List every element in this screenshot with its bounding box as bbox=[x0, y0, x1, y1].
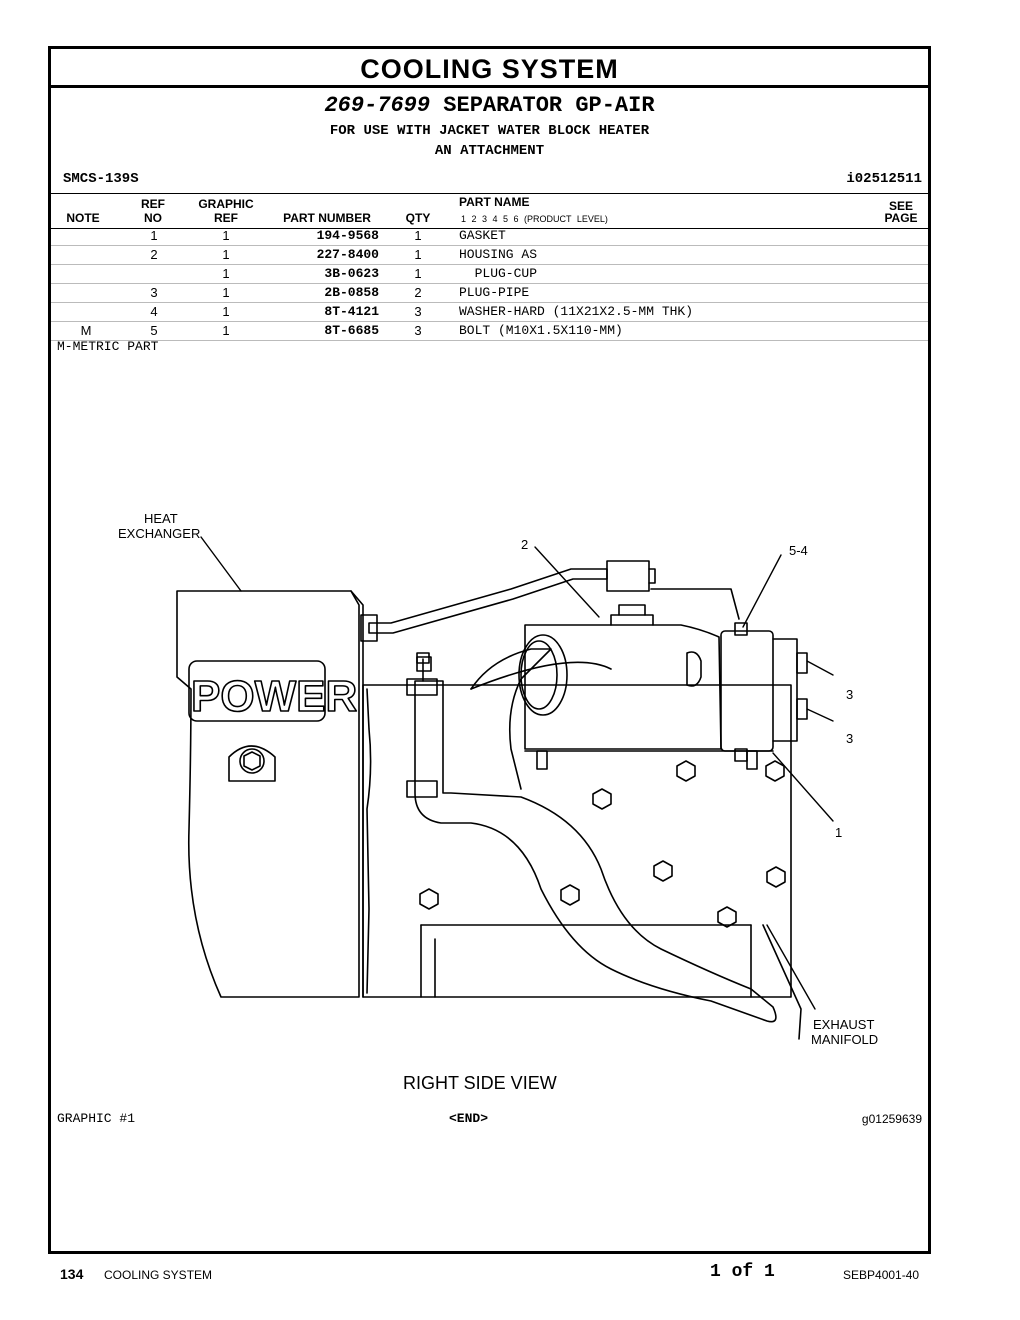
power-logo-text: POWER bbox=[191, 672, 357, 721]
end-marker: <END> bbox=[449, 1111, 489, 1126]
row-qty: 1 bbox=[414, 247, 422, 262]
row-part-name: PLUG-PIPE bbox=[459, 285, 530, 300]
callout-3-upper: 3 bbox=[846, 687, 853, 702]
header-see-top: SEE bbox=[888, 199, 913, 213]
row-part-name: HOUSING AS bbox=[459, 247, 538, 262]
callout-1: 1 bbox=[835, 825, 842, 840]
row-part-name: GASKET bbox=[459, 228, 506, 243]
graphic-number: g01259639 bbox=[861, 1112, 922, 1126]
label-exchanger: EXCHANGER bbox=[118, 526, 200, 541]
header-part-number: PART NUMBER bbox=[283, 211, 371, 225]
block-bolts bbox=[419, 760, 786, 928]
label-manifold: MANIFOLD bbox=[811, 1032, 878, 1047]
separator-housing bbox=[524, 624, 722, 750]
row-graphic-ref: 1 bbox=[222, 266, 230, 281]
separator-port bbox=[518, 634, 568, 716]
callout-2: 2 bbox=[521, 537, 528, 552]
smcs-code: SMCS-139S bbox=[63, 171, 139, 187]
parts-diagram: POWER bbox=[118, 511, 878, 1047]
table-row: 3 1 2B-0858 2 PLUG-PIPE bbox=[51, 284, 928, 303]
section-title: COOLING SYSTEM bbox=[51, 49, 928, 88]
callout-3-lower: 3 bbox=[846, 731, 853, 746]
header-product-level: 1 2 3 4 5 6 (PRODUCT LEVEL) bbox=[461, 214, 608, 224]
row-ref: 3 bbox=[150, 285, 158, 300]
footer-page-number: 134 bbox=[60, 1266, 84, 1282]
heat-exchanger-outline bbox=[176, 590, 360, 998]
row-ref: 1 bbox=[150, 228, 158, 243]
row-ref: 2 bbox=[150, 247, 158, 262]
header-see-bottom: PAGE bbox=[884, 211, 918, 225]
footer-doc-number: SEBP4001-40 bbox=[843, 1268, 920, 1282]
row-part-number: 227-8400 bbox=[316, 247, 379, 262]
row-qty: 3 bbox=[414, 323, 422, 338]
bolt-top bbox=[734, 622, 748, 636]
separator-cover bbox=[720, 630, 774, 752]
table-header: NOTE REF NO GRAPHIC REF PART NUMBER QTY … bbox=[51, 193, 928, 229]
table-row: 4 1 8T-4121 3 WASHER-HARD (11X21X2.5-MM … bbox=[51, 303, 928, 322]
group-name: SEPARATOR GP-AIR bbox=[443, 93, 655, 118]
air-tube bbox=[368, 568, 608, 634]
group-title: 269-7699 SEPARATOR GP-AIR bbox=[51, 93, 928, 118]
usage-line-2: AN ATTACHMENT bbox=[434, 143, 545, 159]
page-footer: 134 COOLING SYSTEM 1 of 1 SEBP4001-40 bbox=[0, 1262, 1020, 1290]
plug-pipe-upper bbox=[796, 652, 808, 674]
row-part-number: 3B-0623 bbox=[324, 266, 379, 281]
label-exhaust: EXHAUST bbox=[813, 1017, 874, 1032]
row-qty: 2 bbox=[414, 285, 422, 300]
label-heat: HEAT bbox=[144, 511, 178, 526]
footer-page-of: 1 of 1 bbox=[710, 1262, 775, 1282]
header-note: NOTE bbox=[66, 211, 100, 225]
row-graphic-ref: 1 bbox=[222, 247, 230, 262]
row-qty: 3 bbox=[414, 304, 422, 319]
header-graphic-top: GRAPHIC bbox=[198, 197, 254, 211]
row-graphic-ref: 1 bbox=[222, 323, 230, 338]
header-part-name: PART NAME bbox=[459, 195, 530, 209]
metric-note: M-METRIC PART bbox=[57, 339, 159, 354]
group-part-number: 269-7699 bbox=[324, 93, 431, 118]
header-ref-top: REF bbox=[141, 197, 165, 211]
row-part-name: PLUG-CUP bbox=[459, 266, 538, 281]
header-graphic-bottom: REF bbox=[214, 211, 238, 225]
table-row: 1 3B-0623 1 PLUG-CUP bbox=[51, 265, 928, 284]
plug-pipe-lower bbox=[796, 698, 808, 720]
row-part-number: 194-9568 bbox=[316, 228, 379, 243]
row-graphic-ref: 1 bbox=[222, 285, 230, 300]
header-ref-bottom: NO bbox=[144, 211, 162, 225]
usage-line-1: FOR USE WITH JACKET WATER BLOCK HEATER bbox=[329, 123, 650, 139]
graphic-label: GRAPHIC #1 bbox=[57, 1111, 136, 1126]
table-row: 2 1 227-8400 1 HOUSING AS bbox=[51, 246, 928, 265]
callout-5-4: 5-4 bbox=[789, 543, 808, 558]
footer-section: COOLING SYSTEM bbox=[104, 1268, 213, 1282]
row-part-number: 8T-6685 bbox=[324, 323, 379, 338]
engine-block-outline bbox=[362, 684, 792, 998]
table-row: 1 1 194-9568 1 GASKET bbox=[51, 227, 928, 246]
row-qty: 1 bbox=[414, 266, 422, 281]
view-label: RIGHT SIDE VIEW bbox=[403, 1073, 557, 1093]
row-graphic-ref: 1 bbox=[222, 304, 230, 319]
info-id: i02512511 bbox=[846, 171, 922, 187]
row-note: M bbox=[80, 323, 92, 338]
row-part-name: BOLT (M10X1.5X110-MM) bbox=[459, 323, 623, 338]
table-row: M 5 1 8T-6685 3 BOLT (M10X1.5X110-MM) bbox=[51, 322, 928, 341]
leader-lines bbox=[200, 536, 834, 1010]
page-frame: COOLING SYSTEM 269-7699 SEPARATOR GP-AIR… bbox=[48, 46, 931, 1254]
row-part-name: WASHER-HARD (11X21X2.5-MM THK) bbox=[459, 304, 694, 319]
row-ref: 5 bbox=[150, 323, 158, 338]
header-qty: QTY bbox=[405, 211, 431, 225]
upper-hose bbox=[470, 648, 552, 790]
lower-hose bbox=[414, 680, 777, 1023]
power-logo-plate bbox=[188, 660, 326, 722]
row-ref: 4 bbox=[150, 304, 158, 319]
row-part-number: 2B-0858 bbox=[324, 285, 379, 300]
row-part-number: 8T-4121 bbox=[324, 304, 379, 319]
row-graphic-ref: 1 bbox=[222, 228, 230, 243]
row-qty: 1 bbox=[414, 228, 422, 243]
